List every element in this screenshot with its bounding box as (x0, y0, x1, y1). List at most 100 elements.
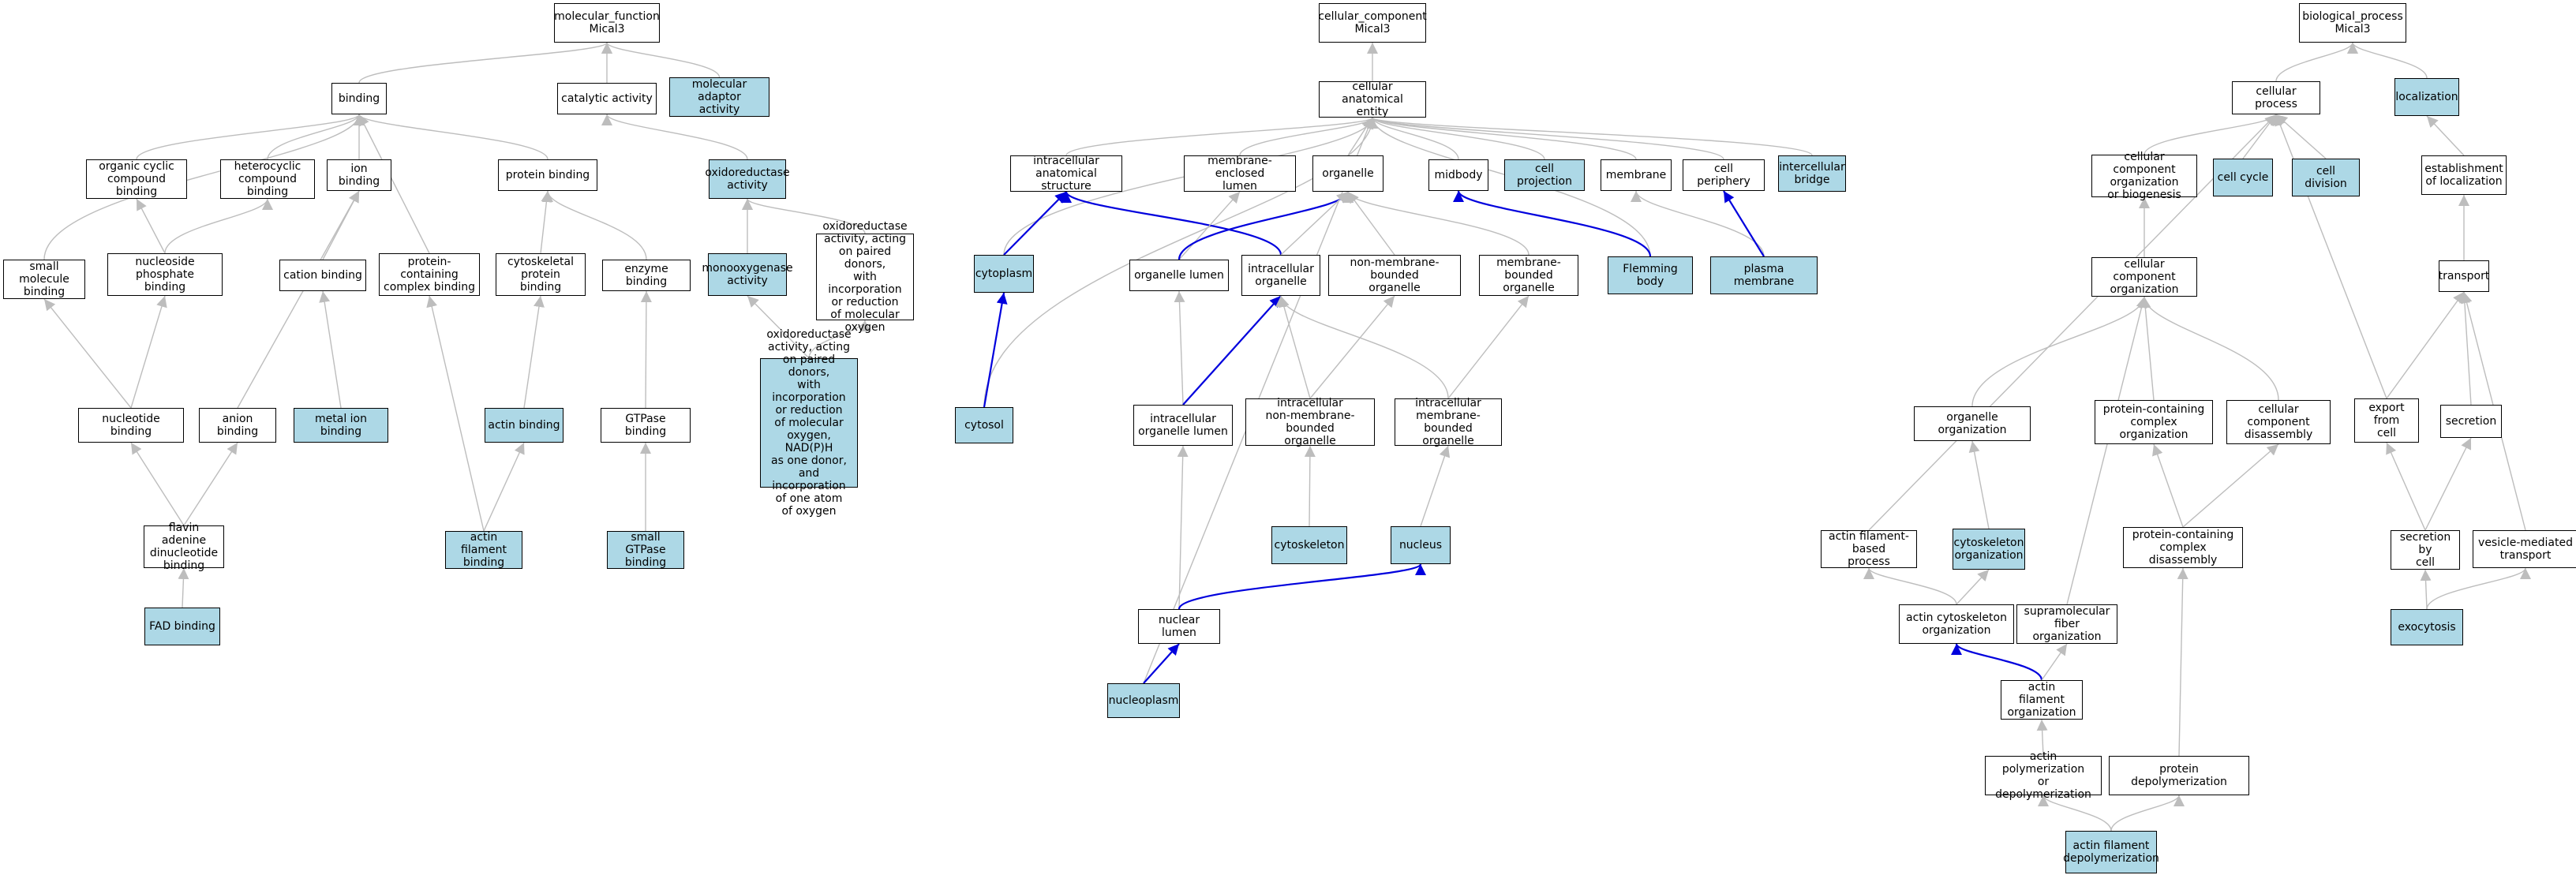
term-node-cc-org-bio: cellular component organization or bioge… (2091, 151, 2197, 201)
term-node-afbp: actin filament-based process (1821, 530, 1917, 568)
edge-nucleotide-to-small-mol (43, 298, 132, 409)
edge-protein-binding-to-binding (354, 114, 549, 160)
edge-exocytosis-to-vesicle-transport (2426, 567, 2531, 610)
edge-ias-to-cae (1065, 117, 1378, 156)
term-node-oxido-paired: oxidoreductase activity, acting on paire… (816, 220, 914, 334)
edge-afbp-to-cellular-process (1868, 114, 2277, 531)
edge-intra-mbo-to-intra-organelle (1275, 295, 1449, 399)
edge-small-mol-to-binding (43, 114, 365, 260)
edge-org-org-to-cc-org (1971, 296, 2150, 407)
term-node-actin-filament-binding: actin filament binding (445, 531, 522, 569)
edge-heterocyclic-to-binding (267, 114, 365, 160)
term-node-nmbo: non-membrane-bounded organelle (1328, 255, 1461, 296)
term-node-flemming: Flemming body (1608, 256, 1693, 294)
edge-oxidoreductase-to-catalytic (601, 114, 748, 160)
edge-supramol-to-cc-org (2066, 296, 2147, 605)
term-node-enzyme-binding: enzyme binding (602, 260, 691, 291)
edge-mbo-to-organelle (1342, 191, 1530, 256)
term-node-monooxygenase: monooxygenase activity (702, 253, 793, 296)
edge-af-org-to-supramol (2041, 643, 2068, 681)
term-node-heterocyclic: heterocyclic compound binding (220, 159, 315, 199)
term-node-membrane: membrane (1601, 159, 1672, 191)
edge-plasma-membrane-to-membrane (1631, 190, 1765, 257)
term-node-prot-depolym: protein depolymerization (2109, 756, 2249, 795)
edge-nucleoside-phos-to-heterocyclic (164, 198, 273, 254)
edge-intra-nmbo-to-nmbo (1309, 295, 1395, 399)
term-node-fad-binding: FAD binding (144, 608, 220, 645)
edge-nuclear-lumen-to-intra-org-lumen (1177, 445, 1189, 610)
edge-intra-organelle-to-ias (1061, 191, 1282, 256)
edge-nmbo-to-organelle (1347, 191, 1395, 256)
edge-sec-by-cell-to-secretion (2424, 437, 2472, 531)
term-node-nucleus: nucleus (1391, 526, 1451, 564)
term-node-pc-disassembly: protein-containing complex disassembly (2123, 527, 2243, 568)
term-node-cytoplasm: cytoplasm (974, 255, 1034, 293)
term-node-mbo: membrane-bounded organelle (1479, 255, 1578, 296)
edge-plasma-membrane-to-cell-periphery (1723, 190, 1765, 257)
term-node-small-mol: small molecule binding (3, 260, 85, 299)
term-node-actin-cyto-org: actin cytoskeleton organization (1899, 604, 2014, 644)
edge-cell-cycle-to-cellular-process (2242, 114, 2277, 159)
term-node-cell-cycle: cell cycle (2213, 159, 2273, 196)
term-node-af-depolym: actin filament depolymerization (2063, 831, 2159, 873)
edge-enzyme-binding-to-protein-binding (542, 190, 647, 260)
term-node-intra-mbo: intracellular membrane-bounded organelle (1395, 397, 1502, 447)
term-node-transport: transport (2439, 260, 2489, 292)
term-node-protein-binding: protein binding (498, 159, 597, 191)
edge-af-depolym-to-actin-polym (2038, 795, 2112, 832)
edge-intra-org-lumen-to-intra-organelle (1182, 295, 1282, 406)
edge-cell-division-to-cellular-process (2275, 114, 2327, 159)
edge-prot-complex-bind-to-binding (358, 114, 430, 254)
edge-actin-polym-to-af-org (2036, 719, 2048, 757)
term-node-export: export from cell (2354, 398, 2419, 443)
term-node-actin-binding: actin binding (485, 408, 564, 443)
term-node-ion-binding: ion binding (327, 159, 391, 191)
edge-intercellular-bridge-to-cae (1367, 117, 1813, 156)
term-node-plasma-membrane: plasma membrane (1710, 256, 1818, 294)
term-node-ias: intracellular anatomical structure (1010, 155, 1122, 193)
edge-cell-projection-to-cae (1367, 117, 1545, 160)
term-node-sec-by-cell: secretion by cell (2391, 530, 2460, 570)
term-node-nucleotide: nucleotide binding (78, 408, 184, 443)
term-node-est-loc: establishment of localization (2421, 155, 2507, 195)
edge-nuclear-lumen-to-nucleus (1178, 563, 1426, 610)
edge-cytoskeletal-pb-to-protein-binding (540, 190, 552, 254)
edge-organelle-lumen-to-organelle (1178, 191, 1354, 260)
term-node-organelle-lumen: organelle lumen (1129, 260, 1229, 291)
term-node-cell-periphery: cell periphery (1683, 159, 1765, 191)
term-node-organelle: organelle (1312, 155, 1383, 192)
edge-anion-to-ion-binding (237, 190, 360, 409)
term-node-small-gtpase: small GTPase binding (607, 531, 684, 569)
term-node-vesicle-transport: vesicle-mediated transport (2473, 530, 2576, 568)
term-node-mel: membrane-enclosed lumen (1184, 155, 1296, 193)
edge-secretion-to-transport (2458, 291, 2472, 406)
term-node-nucleoside-phos: nucleoside phosphate binding (107, 253, 223, 296)
term-node-cation: cation binding (279, 260, 366, 291)
term-node-anion: anion binding (199, 408, 276, 443)
edge-actin-binding-to-cytoskeletal-pb (523, 295, 545, 409)
edge-cytosol-to-cytoplasm (983, 292, 1008, 408)
term-node-oxido-nadph: oxidoreductase activity, acting on paire… (760, 328, 858, 518)
term-node-af-org: actin filament organization (2001, 680, 2083, 720)
term-node-intra-organelle: intracellular organelle (1241, 255, 1320, 296)
edge-prot-depolym-to-pc-disassembly (2177, 567, 2188, 757)
term-node-org-cyclic: organic cyclic compound binding (86, 159, 187, 199)
edge-binding-to-mf-root (358, 42, 612, 84)
edge-cytoskeleton-to-intra-nmbo (1304, 445, 1316, 527)
edge-intra-organelle-to-organelle (1280, 191, 1349, 256)
edge-fad-binding-to-fad (178, 567, 189, 608)
edge-fad-to-nucleotide (130, 442, 185, 526)
edge-nucleus-to-intra-mbo (1420, 445, 1451, 527)
edge-nucleotide-to-nucleoside-phos (130, 295, 167, 409)
term-node-midbody: midbody (1428, 159, 1488, 191)
edge-actin-cyto-org-to-afbp (1863, 567, 1957, 605)
edge-flemming-to-midbody (1453, 190, 1652, 257)
edge-cell-periphery-to-cae (1367, 117, 1724, 160)
edge-organelle-lumen-to-mel (1178, 191, 1241, 260)
term-node-actin-polym: actin polymerization or depolymerization (1985, 750, 2102, 801)
term-node-intercellular-bridge: intercellular bridge (1778, 155, 1846, 192)
edge-oxido-nadph-to-monooxygenase (747, 295, 810, 359)
edge-intra-nmbo-to-intra-organelle (1279, 295, 1311, 399)
edge-membrane-to-cae (1367, 117, 1637, 160)
